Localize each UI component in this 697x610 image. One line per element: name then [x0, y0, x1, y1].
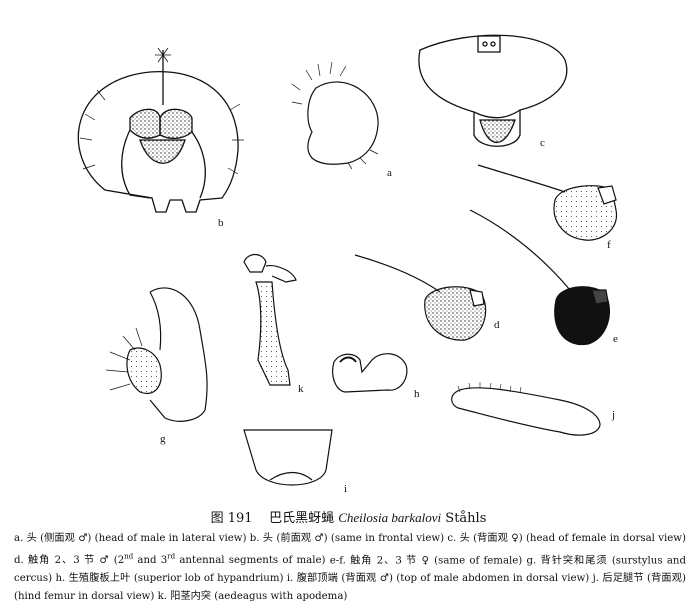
panel-label-e: e	[613, 333, 618, 345]
panel-label-g: g	[160, 433, 166, 445]
drawing-h-hypandrium	[332, 353, 408, 393]
legend-d: d. 触角 2、3 节 ♂ (2nd and 3rd antennal segm…	[14, 553, 326, 567]
drawing-i-abdomen	[243, 429, 333, 486]
figure-title-zh: 巴氏黑蚜蝇	[269, 511, 335, 526]
legend-b: b. 头 (前面观 ♂) (same in frontal view)	[249, 533, 445, 544]
legend-h: h. 生殖腹板上叶 (superior lob of hypandrium)	[55, 573, 284, 585]
panel-label-k: k	[298, 383, 304, 395]
panel-label-j: j	[611, 409, 615, 421]
drawing-c-head-dorsal	[418, 34, 568, 147]
panel-label-b: b	[218, 217, 224, 229]
legend-g: g. 背针突和尾须 (surstylus and cercus)	[14, 555, 686, 585]
figure-legend: a. 头 (侧面观 ♂) (head of male in lateral vi…	[14, 530, 686, 606]
drawing-d-antenna	[354, 254, 487, 341]
drawing-f-antenna	[477, 164, 618, 241]
panel-label-i: i	[344, 483, 347, 495]
drawing-b-head-frontal	[77, 47, 244, 213]
figure-author: Ståhls	[445, 511, 487, 526]
drawing-k-aedeagus	[243, 253, 297, 386]
legend-i: i. 腹部顶端 (背面观 ♂) (top of male abdomen in …	[286, 573, 590, 585]
panel-label-h: h	[414, 388, 420, 400]
drawing-a-head-lateral	[291, 61, 379, 170]
legend-ef: e-f. 触角 2、3 节 ♀ (same of female)	[329, 555, 523, 567]
legend-a: a. 头 (侧面观 ♂) (head of male in lateral vi…	[14, 533, 247, 544]
drawing-e-antenna	[469, 209, 610, 346]
figure-number: 图 191	[210, 511, 253, 526]
figure-plate: b a c f d e k	[77, 34, 618, 495]
panel-label-f: f	[607, 239, 611, 251]
panel-label-d: d	[494, 319, 500, 331]
figure-caption-title: 图 191 巴氏黑蚜蝇 Cheilosia barkalovi Ståhls	[0, 507, 697, 526]
panel-label-c: c	[540, 137, 545, 149]
drawing-g-surstylus-cercus	[105, 287, 208, 422]
drawing-j-femur	[451, 382, 601, 436]
legend-j: j. 后足腿节 (背面观) (hind femur in dorsal view…	[14, 573, 686, 603]
figure-species: Cheilosia barkalovi	[338, 510, 442, 525]
panel-label-a: a	[387, 167, 392, 179]
legend-c: c. 头 (背面观 ♀) (head of female in dorsal v…	[447, 533, 686, 544]
legend-k: k. 阳茎内突 (aedeagus with apodema)	[157, 591, 348, 603]
